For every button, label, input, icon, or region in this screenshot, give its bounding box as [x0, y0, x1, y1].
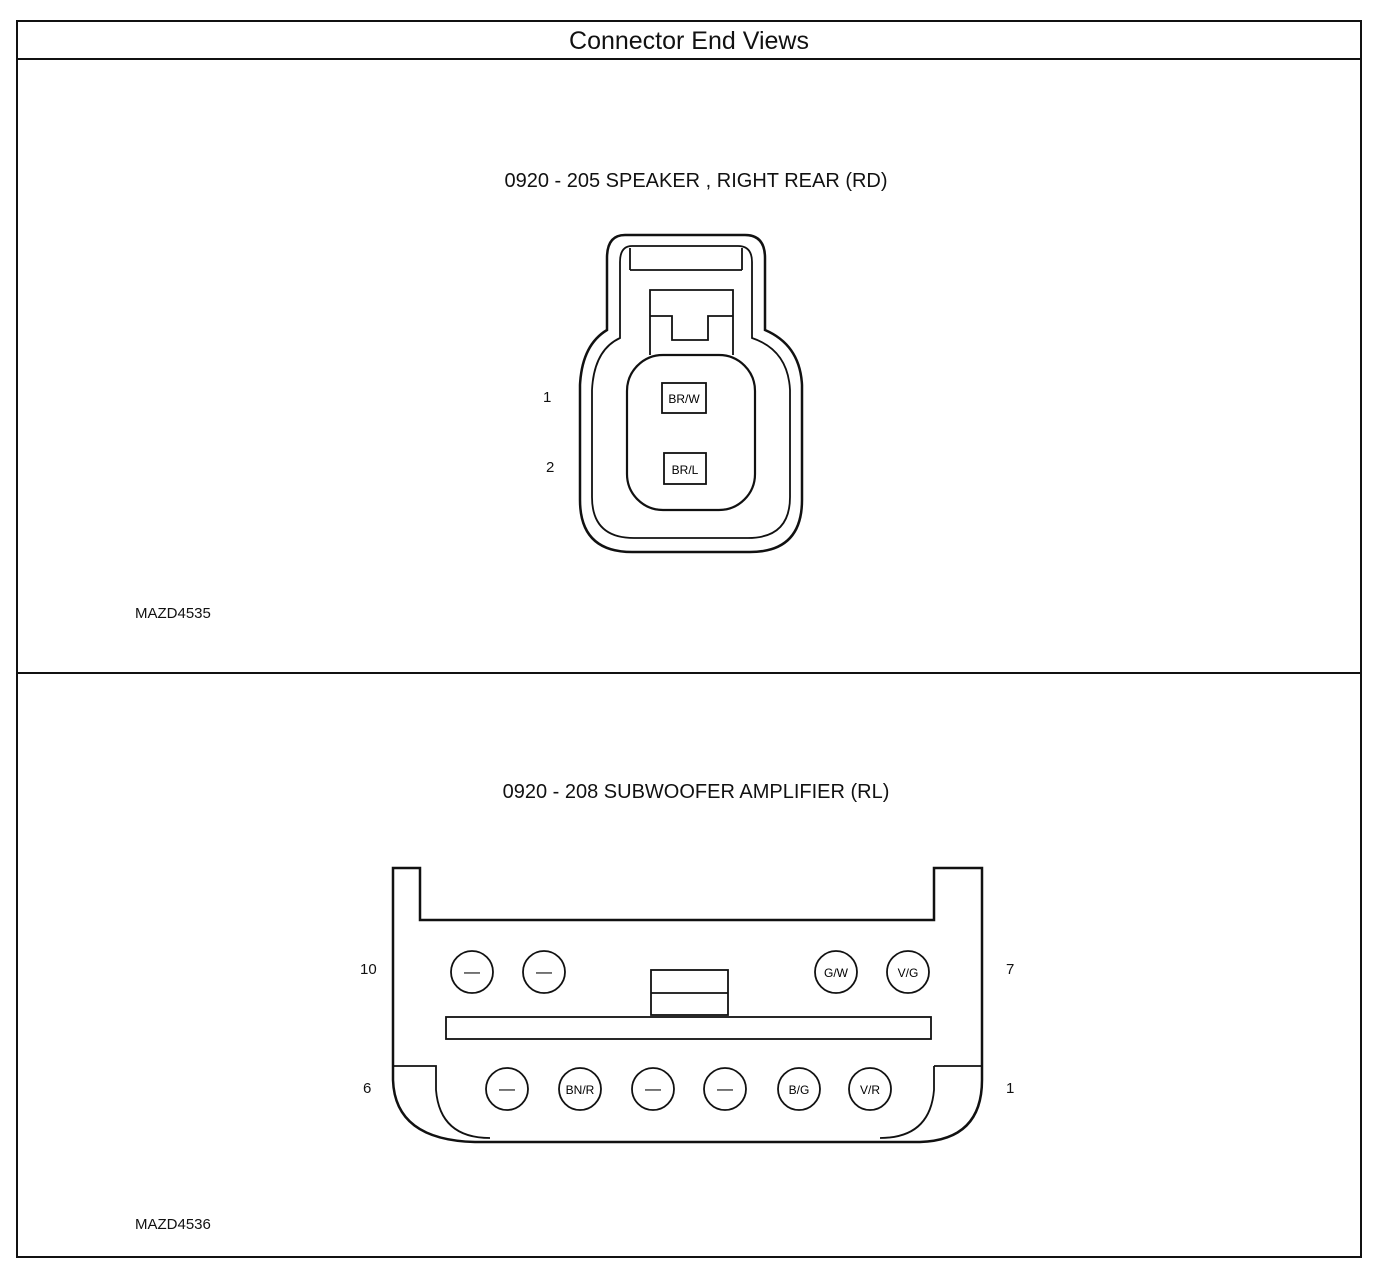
connector-2-pin-label-10: 10	[360, 961, 377, 978]
connector-2-top-row-pin-2: —	[522, 950, 566, 994]
connector-1-pin-2-wire: BR/L	[672, 463, 699, 477]
connector-2-top-row-pin-1: —	[450, 950, 494, 994]
connector-2-separator-bar	[445, 1016, 932, 1040]
connector-2-inner-shelf	[393, 1065, 982, 1139]
connector-2-bottom-row-pin-6: V/R	[848, 1067, 892, 1111]
connector-1-pin-1: BR/W	[661, 382, 707, 414]
connector-2-bottom-row-pin-5-wire: B/G	[789, 1083, 810, 1097]
connector-2-top-row-pin-3-wire: G/W	[824, 966, 849, 980]
connector-2-bottom-row-pin-5: B/G	[777, 1067, 821, 1111]
connector-2-top-row-pin-4-wire: V/G	[898, 966, 919, 980]
connector-2-bottom-row-pin-3: —	[631, 1067, 675, 1111]
connector-1-key	[649, 289, 734, 355]
connector-1-title: 0920 - 205 SPEAKER , RIGHT REAR (RD)	[504, 170, 888, 192]
connector-1-pin-cavity	[625, 353, 757, 512]
connector-2-bottom-row-pin-4: —	[703, 1067, 747, 1111]
page-title: Connector End Views	[569, 27, 809, 55]
connector-2-pin-label-1: 1	[1006, 1080, 1015, 1097]
connector-2-bottom-row-pin-2: BN/R	[558, 1067, 602, 1111]
connector-2-pin-label-7: 7	[1006, 961, 1015, 978]
connector-2-bottom-row-pin-3-wire: —	[645, 1081, 661, 1098]
connector-2-diagram-id: MAZD4536	[135, 1216, 211, 1233]
section-divider	[18, 672, 1360, 674]
connector-2-bottom-row-pin-4-wire: —	[717, 1081, 733, 1098]
connector-2-top-row-pin-4: V/G	[886, 950, 930, 994]
connector-2-bottom-row-pin-1: —	[485, 1067, 529, 1111]
connector-1-diagram-id: MAZD4535	[135, 605, 211, 622]
connector-1-pin-2-number: 2	[546, 459, 555, 476]
connector-2-top-row-pin-1-wire: —	[464, 964, 480, 981]
connector-2-title: 0920 - 208 SUBWOOFER AMPLIFIER (RL)	[502, 781, 890, 803]
connector-2-top-row-pin-2-wire: —	[536, 964, 552, 981]
header-bar: Connector End Views	[18, 22, 1360, 60]
connector-2-pin-label-6: 6	[363, 1080, 372, 1097]
connector-2-bottom-row-pin-2-wire: BN/R	[566, 1083, 595, 1097]
connector-1-pin-2: BR/L	[663, 452, 707, 485]
diagram-frame: Connector End Views	[16, 20, 1362, 1258]
connector-2-top-row-pin-3: G/W	[814, 950, 858, 994]
connector-2-outer-housing	[391, 866, 984, 1144]
connector-1-outer-housing	[578, 233, 804, 554]
connector-2-bottom-row-pin-6-wire: V/R	[860, 1083, 880, 1097]
connector-1-inner-housing	[591, 245, 791, 539]
connector-1-pin-1-wire: BR/W	[668, 392, 700, 406]
connector-2-bottom-row-pin-1-wire: —	[499, 1081, 515, 1098]
connector-1-pin-1-number: 1	[543, 389, 552, 406]
